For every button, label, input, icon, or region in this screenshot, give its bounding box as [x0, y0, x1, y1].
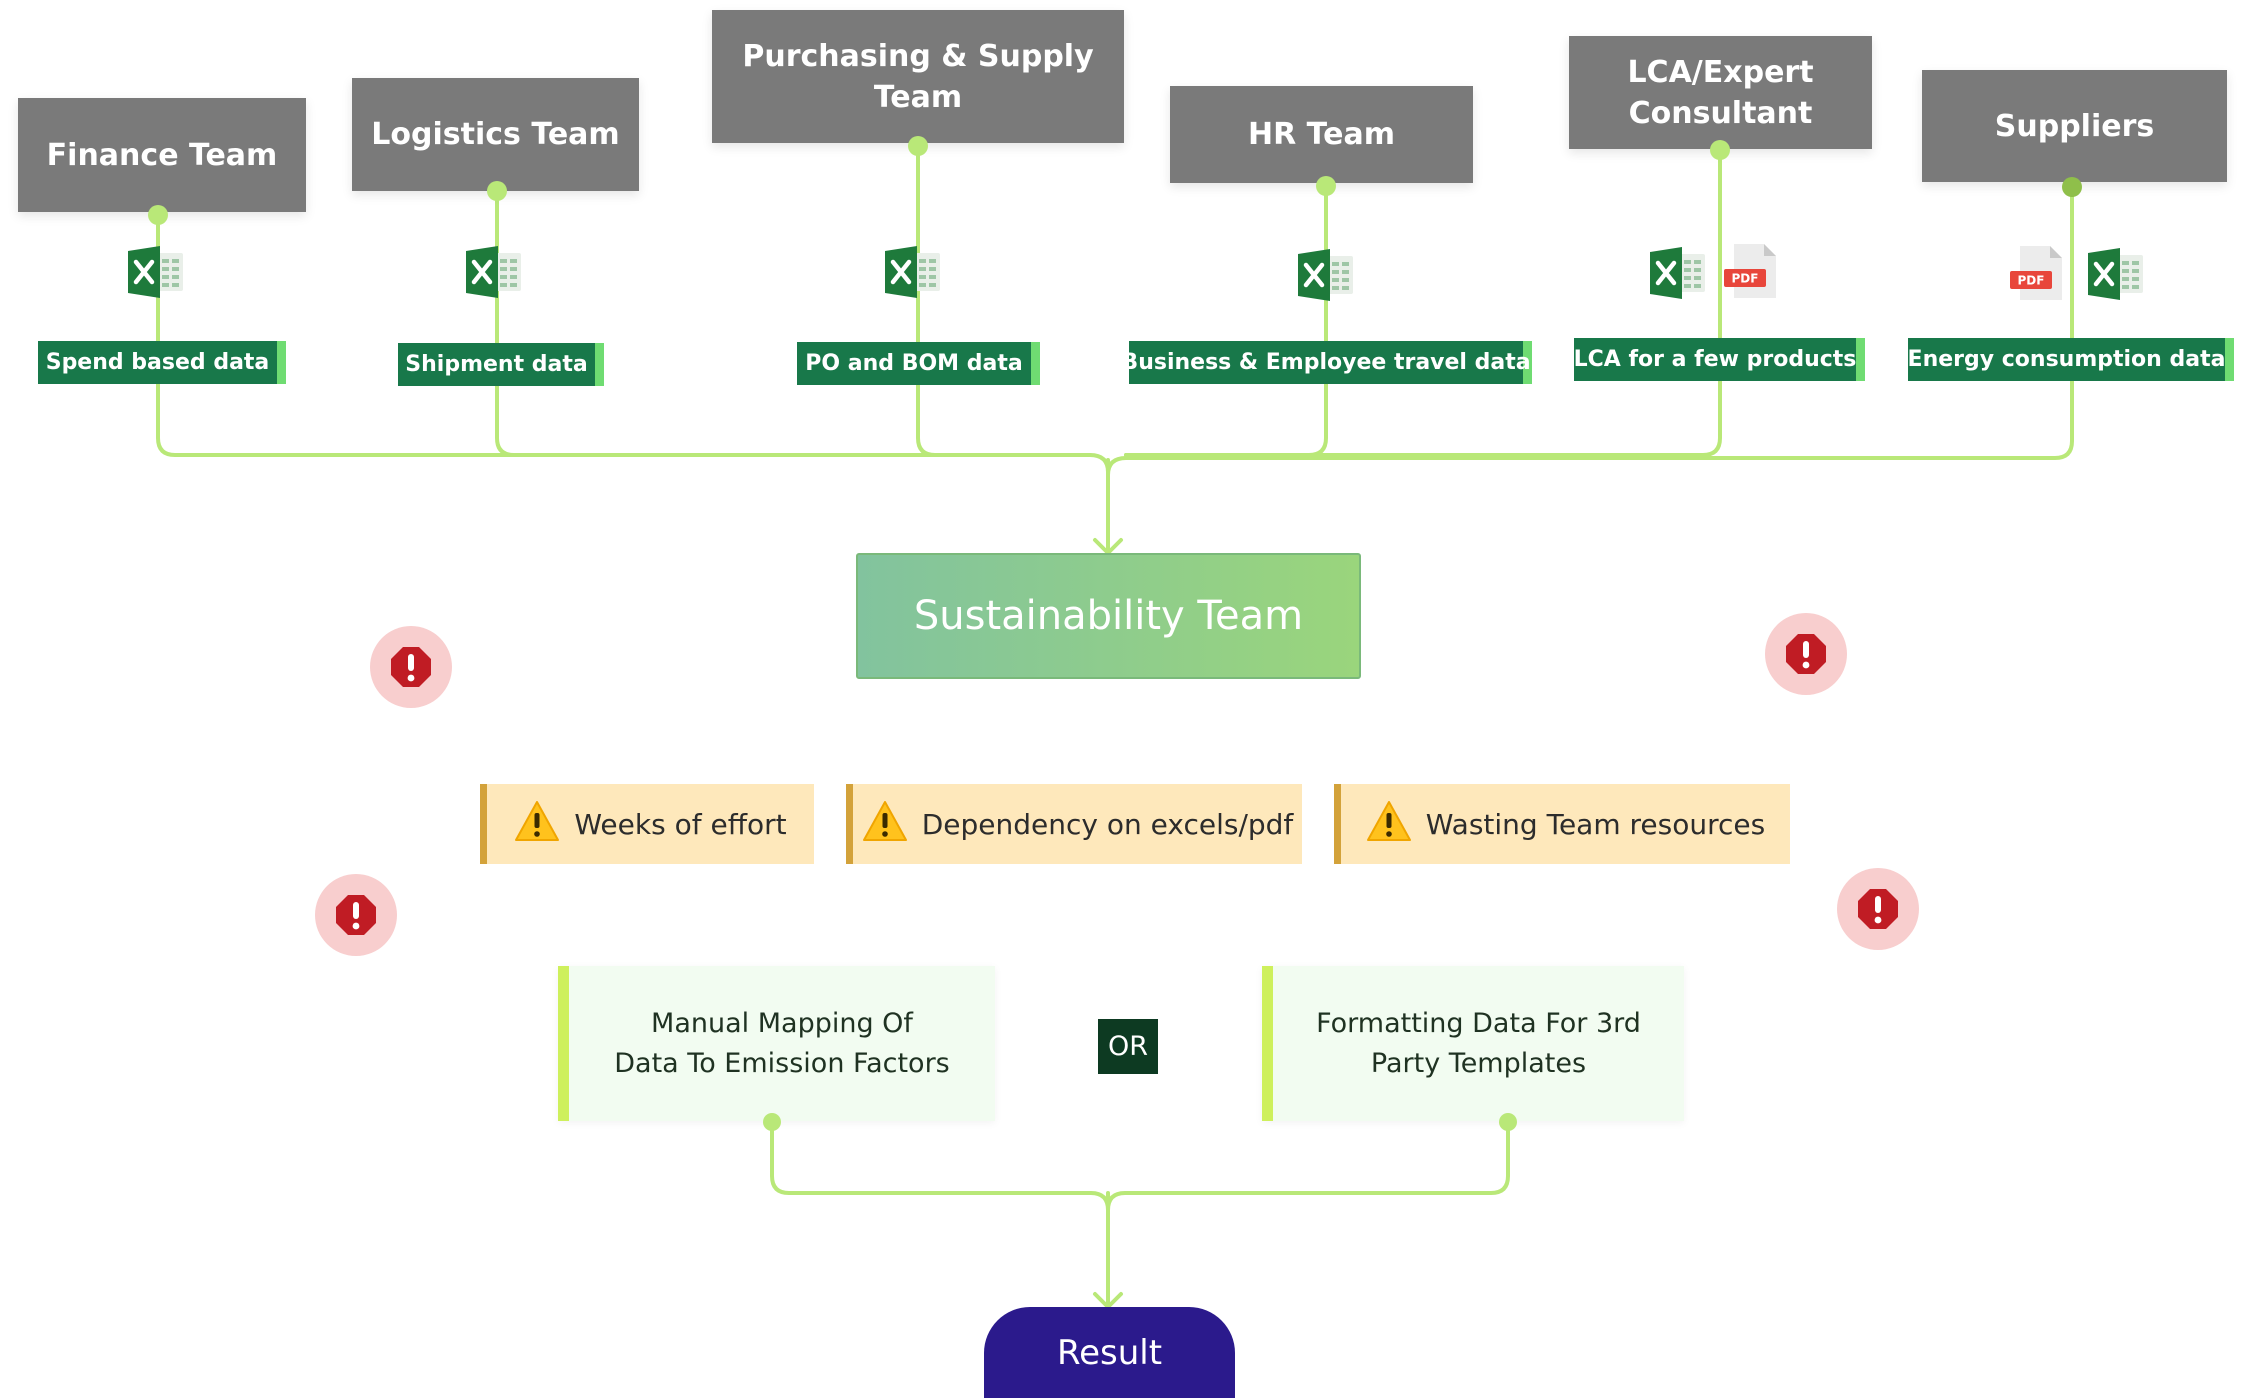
- team-hr-label: HR Team: [1248, 117, 1395, 152]
- connector-dot: [2062, 177, 2082, 197]
- sustainability-team-hub: Sustainability Team: [856, 553, 1361, 679]
- octagon-alert-icon: [1837, 868, 1919, 950]
- data-tag-shipment: Shipment data: [398, 343, 604, 386]
- excel-file-icon: [2086, 246, 2146, 302]
- pdf-file-icon: PDF: [1722, 243, 1782, 299]
- svg-text:PDF: PDF: [1732, 272, 1759, 286]
- sustainability-team-label: Sustainability Team: [913, 593, 1304, 639]
- team-purchasing-label-line2: Team: [873, 79, 963, 115]
- team-logistics-label: Logistics Team: [371, 117, 620, 152]
- svg-text:PDF: PDF: [2018, 274, 2045, 288]
- connector-lca: [1124, 148, 1722, 457]
- excel-file-icon: [883, 244, 943, 300]
- excel-file-icon: [1296, 247, 1356, 303]
- process-formatting-line2: Party Templates: [1370, 1047, 1587, 1079]
- team-purchasing-label-line1: Purchasing & Supply: [742, 38, 1094, 74]
- connector-dot: [908, 136, 928, 156]
- process-manual-mapping-line1: Manual Mapping Of: [651, 1007, 913, 1039]
- process-manual-mapping-line2: Data To Emission Factors: [614, 1047, 950, 1079]
- connector-dot: [1710, 140, 1730, 160]
- connector-hr: [1124, 184, 1328, 457]
- process-formatting-line1: Formatting Data For 3rd: [1316, 1007, 1641, 1039]
- issue-label: Weeks of effort: [574, 807, 787, 841]
- process-formatting-templates: Formatting Data For 3rd Party Templates: [1262, 966, 1684, 1121]
- process-manual-mapping: Manual Mapping Of Data To Emission Facto…: [558, 966, 995, 1121]
- team-lca-label-line1: LCA/Expert: [1627, 54, 1814, 90]
- connector-dot: [1499, 1113, 1517, 1131]
- connector-finance: [156, 213, 1110, 474]
- issue-label: Dependency on excels/pdf: [921, 807, 1294, 841]
- team-lca-label-line2: Consultant: [1628, 95, 1813, 131]
- issue-weeks-of-effort: Weeks of effort: [480, 784, 814, 864]
- connector-logistics: [495, 189, 1092, 457]
- pdf-file-icon: PDF: [2008, 245, 2068, 301]
- connector-suppliers: [1106, 185, 2074, 477]
- octagon-alert-icon: [370, 626, 452, 708]
- warning-triangle-icon: [1366, 800, 1412, 849]
- team-finance: Finance Team: [18, 98, 306, 212]
- issue-dependency: Dependency on excels/pdf: [846, 784, 1302, 864]
- excel-file-icon: [1648, 245, 1708, 301]
- octagon-alert-icon: [315, 874, 397, 956]
- team-purchasing: Purchasing & Supply Team: [712, 10, 1124, 143]
- warning-triangle-icon: [514, 800, 560, 849]
- data-tag-travel: Business & Employee travel data: [1121, 341, 1532, 384]
- result-terminal: Result: [984, 1307, 1235, 1398]
- team-lca-consultant: LCA/Expert Consultant: [1569, 36, 1872, 149]
- connector-dot: [763, 1113, 781, 1131]
- team-hr: HR Team: [1170, 86, 1473, 183]
- issue-wasting-resources: Wasting Team resources: [1334, 784, 1790, 864]
- issue-label: Wasting Team resources: [1425, 807, 1766, 841]
- connector-dot: [148, 205, 168, 225]
- warning-triangle-icon: [862, 800, 908, 849]
- team-suppliers: Suppliers: [1922, 70, 2227, 182]
- connector-proc-left: [770, 1120, 1110, 1212]
- or-label: OR: [1098, 1019, 1158, 1074]
- excel-file-icon: [126, 244, 186, 300]
- connector-dot: [1316, 176, 1336, 196]
- connector-dot: [487, 181, 507, 201]
- data-tag-spend: Spend based data: [38, 341, 286, 384]
- team-logistics: Logistics Team: [352, 78, 639, 191]
- team-finance-label: Finance Team: [46, 137, 278, 173]
- data-tag-energy: Energy consumption data: [1908, 338, 2234, 381]
- result-label: Result: [1056, 1332, 1163, 1373]
- team-suppliers-label: Suppliers: [1994, 108, 2155, 144]
- excel-file-icon: [464, 244, 524, 300]
- data-tag-po-bom: PO and BOM data: [797, 342, 1040, 385]
- connector-purchasing: [916, 144, 1092, 457]
- data-tag-lca: LCA for a few products: [1574, 338, 1865, 381]
- connector-proc-right: [1106, 1120, 1510, 1212]
- octagon-alert-icon: [1765, 613, 1847, 695]
